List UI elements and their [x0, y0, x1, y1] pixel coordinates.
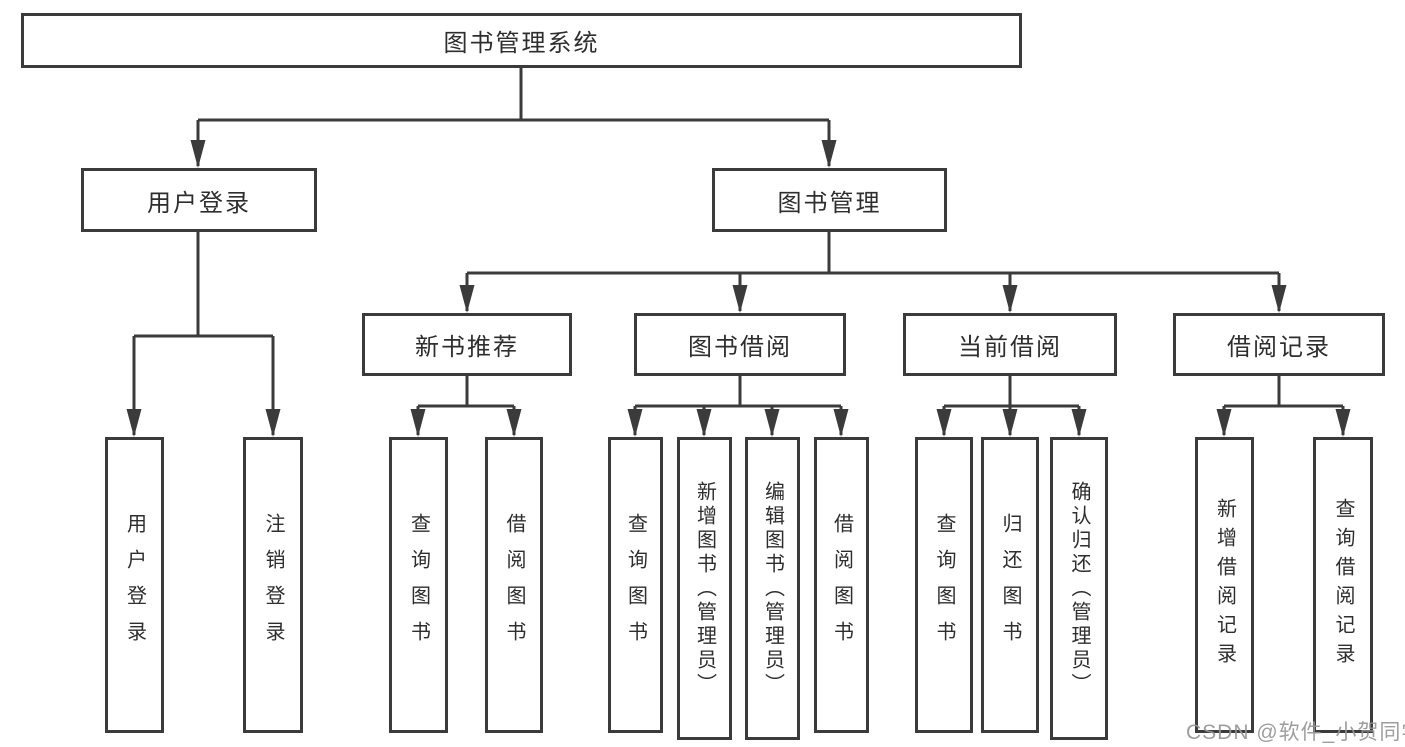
node-current-borrow: 当前借阅 [903, 313, 1117, 376]
arrowhead-down-icon [627, 409, 643, 437]
arrowhead-down-icon [936, 409, 952, 437]
node-leaf-logout: 注销登录 [243, 437, 303, 733]
node-label: 查询图书 [933, 513, 955, 657]
node-leaf-query-book-recommend: 查询图书 [389, 437, 448, 733]
node-leaf-confirm-return-admin: 确认归还（管理员） [1050, 437, 1108, 740]
node-label: 用户登录 [123, 513, 146, 657]
node-leaf-edit-book-admin: 编辑图书（管理员） [745, 437, 800, 740]
node-label: 图书管理系统 [443, 30, 600, 57]
node-label: 新增借阅记录 [1213, 498, 1236, 672]
node-leaf-query-borrow-record: 查询借阅记录 [1313, 437, 1373, 733]
arrowhead-down-icon [410, 409, 426, 437]
node-leaf-add-borrow-record: 新增借阅记录 [1195, 437, 1254, 733]
node-leaf-query-book-current: 查询图书 [915, 437, 973, 733]
arrowhead-down-icon [732, 285, 748, 313]
node-label: 编辑图书（管理员） [761, 480, 784, 697]
node-label: 图书管理 [777, 189, 882, 217]
node-label: 用户登录 [147, 189, 251, 217]
arrowhead-down-icon [821, 140, 837, 168]
arrowhead-down-icon [764, 409, 780, 437]
node-label: 查询借阅记录 [1332, 498, 1354, 672]
arrowhead-down-icon [1002, 409, 1018, 437]
node-label: 借阅图书 [503, 513, 525, 657]
arrowhead-down-icon [190, 140, 206, 168]
node-label: 新书推荐 [415, 334, 519, 361]
arrowhead-down-icon [265, 409, 281, 437]
node-label: 借阅记录 [1227, 334, 1331, 361]
node-leaf-query-book-borrow: 查询图书 [608, 437, 663, 733]
arrowhead-down-icon [1071, 409, 1087, 437]
node-label: 注销登录 [262, 513, 284, 657]
node-label: 当前借阅 [958, 334, 1062, 361]
arrowhead-down-icon [459, 285, 475, 313]
arrowhead-down-icon [696, 409, 712, 437]
arrowhead-down-icon [126, 409, 142, 437]
arrowhead-down-icon [506, 409, 522, 437]
arrowhead-down-icon [1271, 285, 1287, 313]
node-book-management: 图书管理 [712, 168, 947, 232]
node-borrow-record: 借阅记录 [1173, 313, 1385, 376]
node-book-borrow: 图书借阅 [634, 313, 846, 376]
node-label: 图书借阅 [688, 334, 792, 361]
node-leaf-return-book: 归还图书 [981, 437, 1039, 733]
node-leaf-borrow-book: 借阅图书 [814, 437, 869, 733]
watermark: CSDN @软件_小贺同学 [1186, 721, 1405, 744]
node-label: 新增图书（管理员） [693, 480, 716, 697]
node-user-login: 用户登录 [81, 168, 317, 232]
node-leaf-user-login: 用户登录 [105, 437, 164, 733]
arrowhead-down-icon [1335, 409, 1351, 437]
node-label: 借阅图书 [830, 513, 853, 657]
node-leaf-add-book-admin: 新增图书（管理员） [677, 437, 732, 740]
arrowhead-down-icon [1216, 409, 1232, 437]
arrowhead-down-icon [833, 409, 849, 437]
node-label: 归还图书 [999, 513, 1021, 657]
node-label: 确认归还（管理员） [1068, 480, 1090, 697]
node-root: 图书管理系统 [21, 13, 1022, 68]
node-new-book-recommend: 新书推荐 [362, 313, 572, 376]
node-label: 查询图书 [407, 513, 430, 657]
arrowhead-down-icon [1002, 285, 1018, 313]
node-label: 查询图书 [624, 513, 647, 657]
node-leaf-borrow-book-recommend: 借阅图书 [485, 437, 543, 733]
